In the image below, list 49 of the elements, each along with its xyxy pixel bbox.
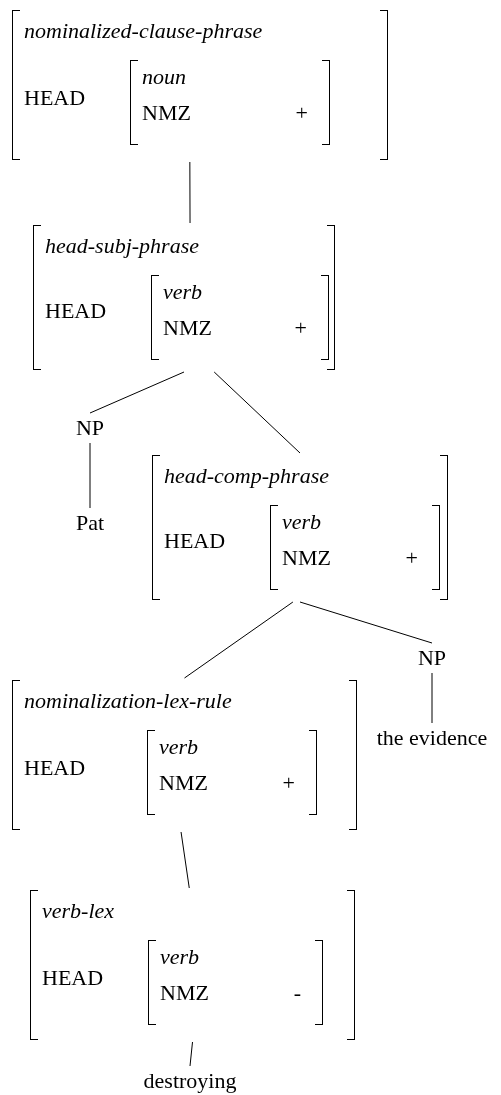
feature-value: + (405, 545, 418, 571)
tree-branch (89, 442, 91, 509)
category-label: NP (75, 415, 105, 441)
tree-branch (89, 371, 185, 414)
attribute-value-matrix (12, 680, 357, 830)
tree-branch (184, 601, 294, 679)
attribute-value-matrix (130, 60, 330, 145)
feature-name: HEAD (42, 965, 104, 991)
feature-value: + (295, 100, 308, 126)
feature-name: NMZ (163, 315, 212, 341)
feature-name: HEAD (45, 297, 107, 324)
attribute-value-matrix (147, 730, 317, 815)
word: the evidence (376, 725, 488, 751)
feature-name: HEAD (24, 85, 86, 111)
feature-value: + (294, 315, 307, 341)
tree-branch (299, 601, 433, 644)
tree-branch (189, 1041, 193, 1067)
attribute-value-matrix (33, 225, 335, 370)
attribute-value-matrix (30, 890, 355, 1040)
type-label: noun (142, 64, 186, 90)
type-label: verb-lex (42, 898, 115, 924)
attribute-value-matrix (151, 275, 329, 360)
type-label: verb (163, 279, 203, 305)
tree-branch (213, 371, 301, 454)
type-label: verb (282, 509, 322, 535)
attribute-value-matrix (12, 10, 388, 160)
feature-name: NMZ (282, 545, 331, 571)
feature-name: NMZ (142, 100, 191, 126)
category-label: NP (417, 645, 447, 671)
feature-value: - (293, 980, 301, 1006)
type-label: head-subj-phrase (45, 233, 199, 259)
tree-branch (189, 161, 191, 224)
feature-name: HEAD (24, 755, 86, 781)
feature-name: HEAD (164, 527, 226, 554)
attribute-value-matrix (148, 940, 323, 1025)
type-label: verb (160, 944, 200, 970)
type-label: nominalization-lex-rule (24, 688, 232, 714)
attribute-value-matrix (270, 505, 440, 590)
feature-name: NMZ (160, 980, 209, 1006)
word: Pat (75, 510, 105, 536)
feature-value: + (282, 770, 295, 796)
feature-name: NMZ (159, 770, 208, 796)
type-label: nominalized-clause-phrase (24, 18, 263, 44)
tree-branch (180, 831, 190, 889)
type-label: head-comp-phrase (164, 463, 329, 489)
tree-branch (431, 672, 433, 724)
attribute-value-matrix (152, 455, 448, 600)
type-label: verb (159, 734, 199, 760)
word: destroying (143, 1068, 237, 1094)
